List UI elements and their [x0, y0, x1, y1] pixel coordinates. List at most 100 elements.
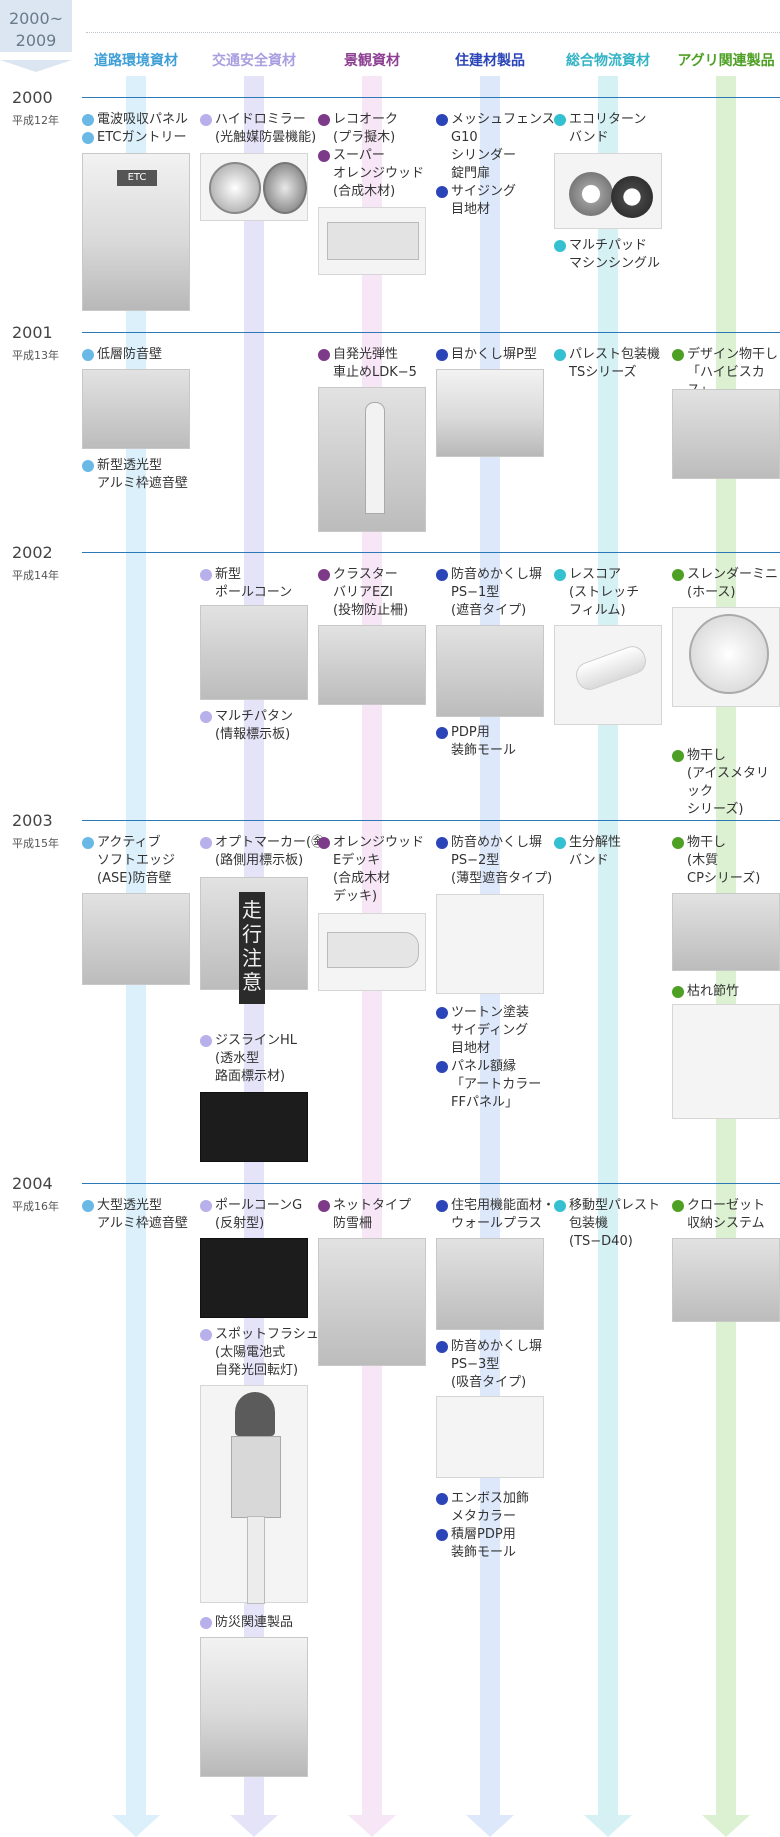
item-2002-housing: 防音めかくし塀 PS−1型 (遮音タイプ) — [436, 566, 542, 620]
lane-arrow-logistics — [584, 1815, 632, 1837]
item-2002-traffic: 新型 ポールコーン — [200, 566, 292, 602]
bullet-dot — [672, 349, 684, 361]
photo-wall-plus — [436, 1238, 544, 1330]
item-2004-housing-c: エンボス加飾 メタカラー 積層PDP用 装飾モール — [436, 1490, 529, 1562]
entry-closet-system: クローゼット — [672, 1197, 765, 1215]
item-2000-logistics: エコリターン バンド — [554, 111, 646, 147]
decade-end: 2009 — [15, 31, 57, 50]
photo-disaster-sign — [200, 1637, 308, 1777]
bullet-dot — [200, 1035, 212, 1047]
era-2002: 平成14年 — [12, 569, 59, 582]
flash-lamp-pole — [247, 1516, 265, 1604]
photo-ase-wall — [82, 893, 190, 985]
item-2001-logistics: パレスト包装機 TSシリーズ — [554, 346, 660, 382]
bullet-dot — [82, 460, 94, 472]
item-2004-logistics: 移動型パレスト 包装機 (TS−D40) — [554, 1197, 660, 1251]
bullet-dot — [200, 1617, 212, 1629]
bullet-dot — [82, 837, 94, 849]
bollard-post — [365, 402, 385, 514]
item-2003-traffic: オプトマーカー(㊎ (路側用標示板) — [200, 834, 324, 870]
photo-snow-fence — [318, 1238, 426, 1366]
entry-low-sound-wall: 低層防音壁 — [82, 346, 162, 364]
entry-wall-plus: 住宅用機能面材・ — [436, 1197, 555, 1215]
item-2003-housing-b: ツートン塗装 サイディング 目地材 パネル額縁 「アートカラー FFパネル」 — [436, 1004, 541, 1112]
bullet-dot — [436, 1200, 448, 1212]
item-2003-road: アクティブ ソフトエッジ (ASE)防音壁 — [82, 834, 175, 888]
photo-synthetic-wood — [318, 207, 426, 275]
entry-biodegradable-band: 生分解性 — [554, 834, 621, 852]
entry-pallet-wrapper: パレスト包装機 — [554, 346, 660, 364]
lane-arrow-road — [112, 1815, 160, 1837]
item-2002-landscape: クラスター バリアEZI (投物防止柵) — [318, 566, 408, 620]
bullet-dot — [82, 114, 94, 126]
entry-ice-metallic-dryer: 物干し — [672, 747, 780, 765]
photo-road-marking — [200, 1092, 308, 1162]
decade-start: 2000~ — [8, 9, 64, 28]
bullet-dot — [554, 837, 566, 849]
item-2003-agri: 物干し (木質 CPシリーズ) — [672, 834, 760, 888]
bullet-dot — [436, 1061, 448, 1073]
year-2004: 2004 — [12, 1174, 53, 1193]
bullet-dot — [436, 1529, 448, 1541]
bullet-dot — [554, 240, 566, 252]
item-2001-housing: 目かくし塀P型 — [436, 346, 537, 364]
entry-opto-marker: オプトマーカー(㊎ — [200, 834, 324, 852]
bullet-dot — [200, 1200, 212, 1212]
entry-slender-mini: スレンダーミニ — [672, 566, 778, 584]
entry-eco-return-band: エコリターン — [554, 111, 646, 129]
bullet-dot — [318, 1200, 330, 1212]
lane-logistics — [598, 76, 618, 1815]
item-2004-agri: クローゼット 収納システム — [672, 1197, 765, 1233]
item-2003-logistics: 生分解性 バンド — [554, 834, 621, 870]
year-2002: 2002 — [12, 543, 53, 562]
entry-translucent-wall: 新型透光型 — [82, 457, 188, 475]
bullet-dot — [318, 349, 330, 361]
photo-stretch-film — [554, 625, 662, 725]
entry-mobile-pallet-wrapper: 移動型パレスト — [554, 1197, 660, 1215]
bullet-dot — [200, 569, 212, 581]
item-2004-housing: 住宅用機能面材・ ウォールプラス — [436, 1197, 555, 1233]
entry-rescore-film: レスコア — [554, 566, 639, 584]
bullet-dot — [318, 150, 330, 162]
entry-screen-fence-p: 目かくし塀P型 — [436, 346, 537, 364]
bullet-dot — [554, 1200, 566, 1212]
item-2004-traffic-c: 防災関連製品 — [200, 1614, 293, 1632]
hose-reel-disc — [689, 614, 769, 694]
bullet-dot — [436, 1341, 448, 1353]
item-2000-housing: メッシュフェンス G10 シリンダー 錠門扉 サイジング 目地材 — [436, 111, 555, 219]
year-2001: 2001 — [12, 323, 53, 342]
photo-design-dryer — [672, 389, 780, 479]
entry-active-soft-edge: アクティブ — [82, 834, 175, 852]
photo-low-sound-wall — [82, 369, 190, 449]
category-logistics: 総合物流資材 — [566, 53, 650, 69]
category-landscape: 景観資材 — [344, 53, 400, 69]
photo-closet-system — [672, 1238, 780, 1322]
bullet-dot — [318, 569, 330, 581]
item-2002-agri: スレンダーミニ (ホース) — [672, 566, 778, 602]
bullet-dot — [318, 114, 330, 126]
photo-pole-cone — [200, 605, 308, 700]
bullet-dot — [436, 186, 448, 198]
entry-radio-absorbing-panel: 電波吸収パネル — [82, 111, 188, 129]
photo-cluster-barrier — [318, 625, 426, 705]
bullet-dot — [436, 569, 448, 581]
item-2000-road: 電波吸収パネル ETCガントリー — [82, 111, 188, 147]
photo-opto-marker: 走行注意 — [200, 877, 308, 1004]
entry-etc-gantry: ETCガントリー — [82, 129, 188, 147]
bullet-dot — [82, 1200, 94, 1212]
category-traffic: 交通安全資材 — [212, 53, 296, 69]
wood-board — [327, 222, 419, 260]
photo-dried-bamboo — [672, 1004, 780, 1119]
entry-multipad: マルチパッド — [554, 237, 660, 255]
year-rule-2002 — [82, 552, 780, 553]
bullet-dot — [436, 1493, 448, 1505]
bullet-dot — [200, 114, 212, 126]
bullet-dot — [436, 114, 448, 126]
bullet-dot — [200, 711, 212, 723]
entry-self-luminous-bollard: 自発光弾性 — [318, 346, 417, 364]
bullet-dot — [436, 349, 448, 361]
flash-lamp-body — [231, 1436, 281, 1518]
bullet-dot — [554, 569, 566, 581]
lane-arrow-landscape — [348, 1815, 396, 1837]
item-2002-traffic-b: マルチパタン (情報標示板) — [200, 708, 293, 744]
